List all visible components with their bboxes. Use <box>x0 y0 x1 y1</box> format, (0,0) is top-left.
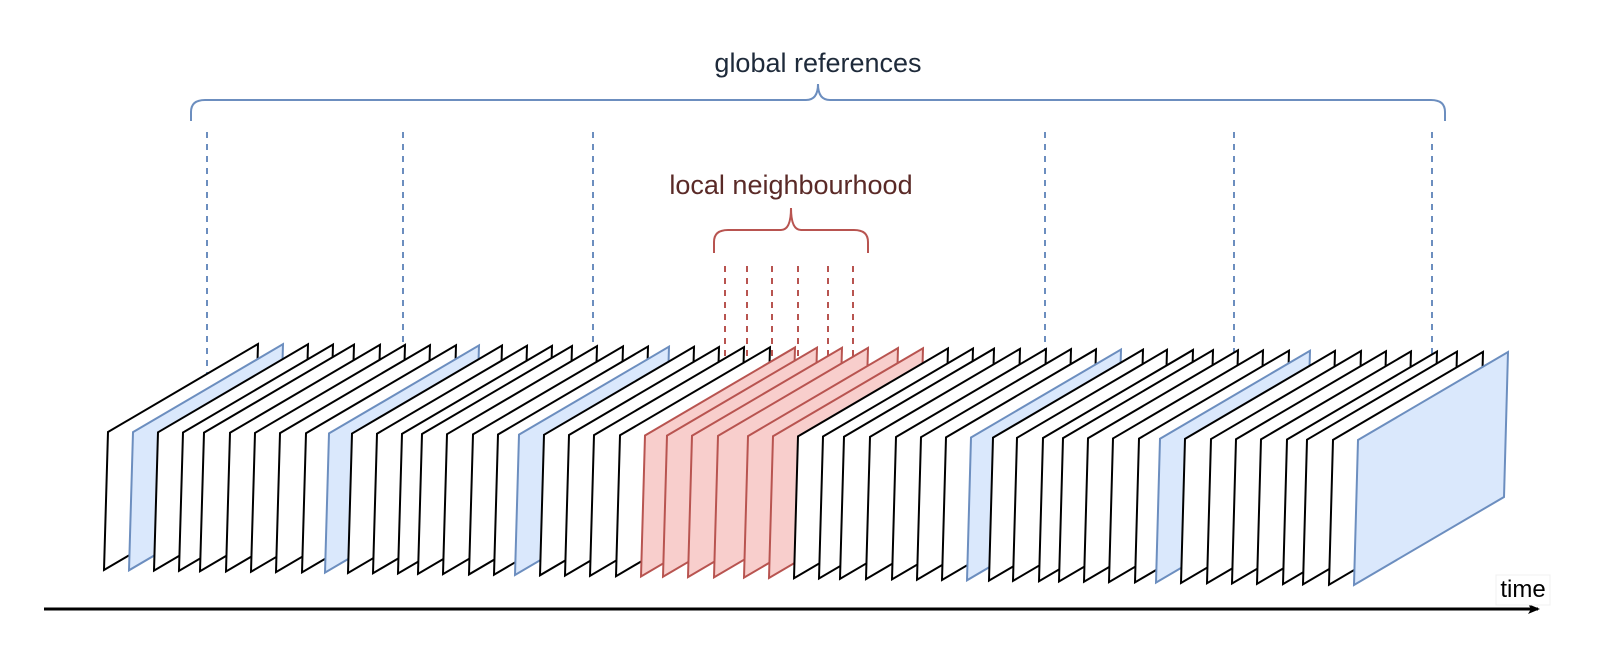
global-reference-frame <box>1352 350 1510 587</box>
time-label-box <box>1495 574 1551 606</box>
video-frames <box>102 342 1510 587</box>
time-axis-label: time <box>1500 576 1545 603</box>
global-references-label: global references <box>714 48 921 78</box>
local-neighbourhood-label: local neighbourhood <box>669 170 912 200</box>
local-neighbourhood-connectors <box>724 266 854 392</box>
global-references-brace <box>190 83 1446 121</box>
local-neighbourhood-brace <box>713 207 869 253</box>
